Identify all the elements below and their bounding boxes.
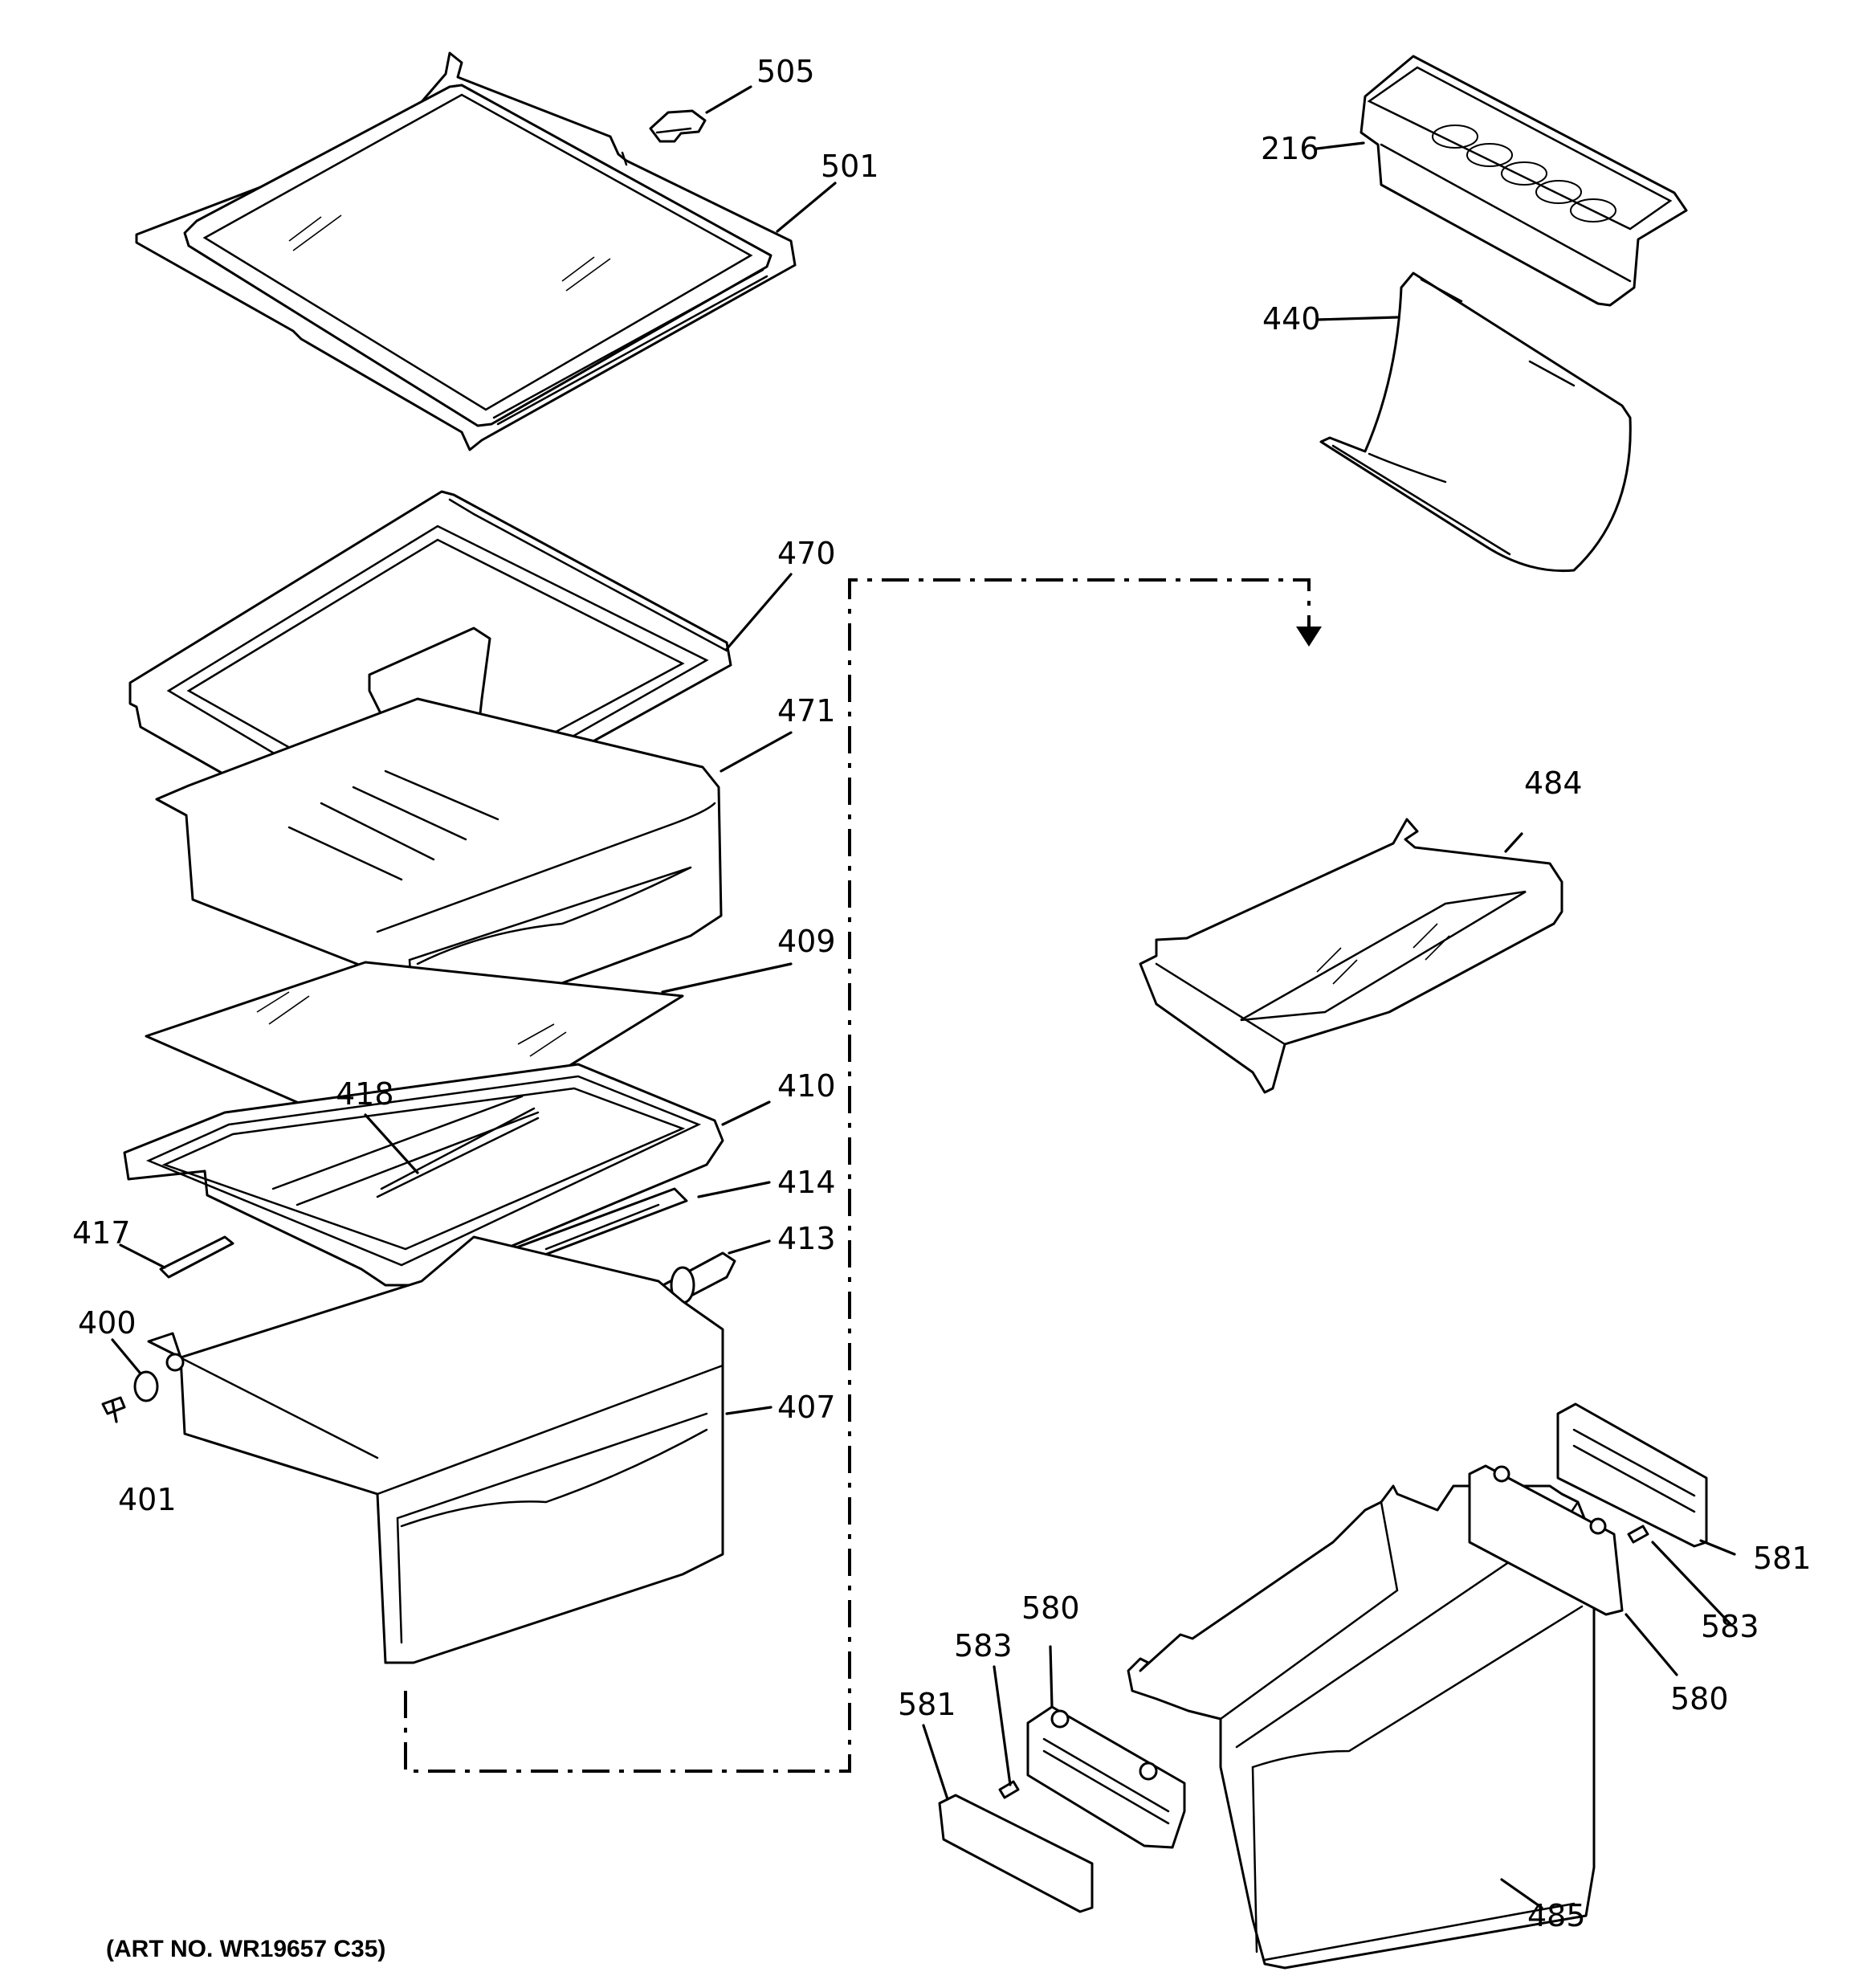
- drawer[interactable]: [147, 1235, 724, 1664]
- callout-417: 417: [72, 1215, 131, 1251]
- glass-shelf[interactable]: [135, 51, 797, 451]
- callout-409: 409: [777, 924, 836, 959]
- callout-216: 216: [1261, 131, 1319, 166]
- drawer-path-line: [404, 578, 1311, 1773]
- bin-cover[interactable]: [1319, 271, 1632, 573]
- slide-screw[interactable]: [1627, 1525, 1649, 1544]
- callout-440: 440: [1262, 301, 1321, 337]
- callout-583-right: 583: [1701, 1609, 1759, 1644]
- callout-labels: 505 501 216 440 470 471 409 418 410 414 …: [72, 54, 1812, 1933]
- seal[interactable]: [376, 1107, 540, 1198]
- leader-lines: [111, 85, 1736, 1909]
- cam[interactable]: [133, 1370, 159, 1402]
- callout-471: 471: [777, 693, 836, 729]
- callout-413: 413: [777, 1221, 836, 1256]
- callout-580-left: 580: [1021, 1590, 1080, 1626]
- snack-pan-cover[interactable]: [1139, 818, 1563, 1094]
- callout-418: 418: [336, 1076, 394, 1112]
- slide-rail[interactable]: [1026, 1705, 1186, 1849]
- callout-414: 414: [777, 1165, 836, 1200]
- callout-401: 401: [118, 1482, 177, 1517]
- callout-505: 505: [756, 54, 815, 89]
- callout-484: 484: [1524, 765, 1583, 801]
- callout-583-left: 583: [954, 1628, 1013, 1663]
- callout-581-right: 581: [1753, 1541, 1812, 1576]
- callout-580-right: 580: [1670, 1681, 1729, 1717]
- callout-410: 410: [777, 1068, 836, 1104]
- slide-rail[interactable]: [1468, 1464, 1624, 1616]
- callout-501: 501: [821, 149, 879, 184]
- shelf-clip[interactable]: [649, 109, 707, 143]
- upper-pan[interactable]: [155, 697, 723, 1042]
- callout-400: 400: [78, 1305, 137, 1341]
- art-number: (ART NO. WR19657 C35): [106, 1936, 385, 1962]
- callout-581-left: 581: [898, 1687, 956, 1722]
- door-bin[interactable]: [1360, 55, 1688, 307]
- arrow-down-icon: [1296, 627, 1322, 647]
- callout-485: 485: [1527, 1898, 1586, 1933]
- rail[interactable]: [159, 1235, 234, 1279]
- callout-470: 470: [777, 536, 836, 571]
- callout-407: 407: [777, 1390, 836, 1425]
- slide-bracket[interactable]: [938, 1794, 1094, 1913]
